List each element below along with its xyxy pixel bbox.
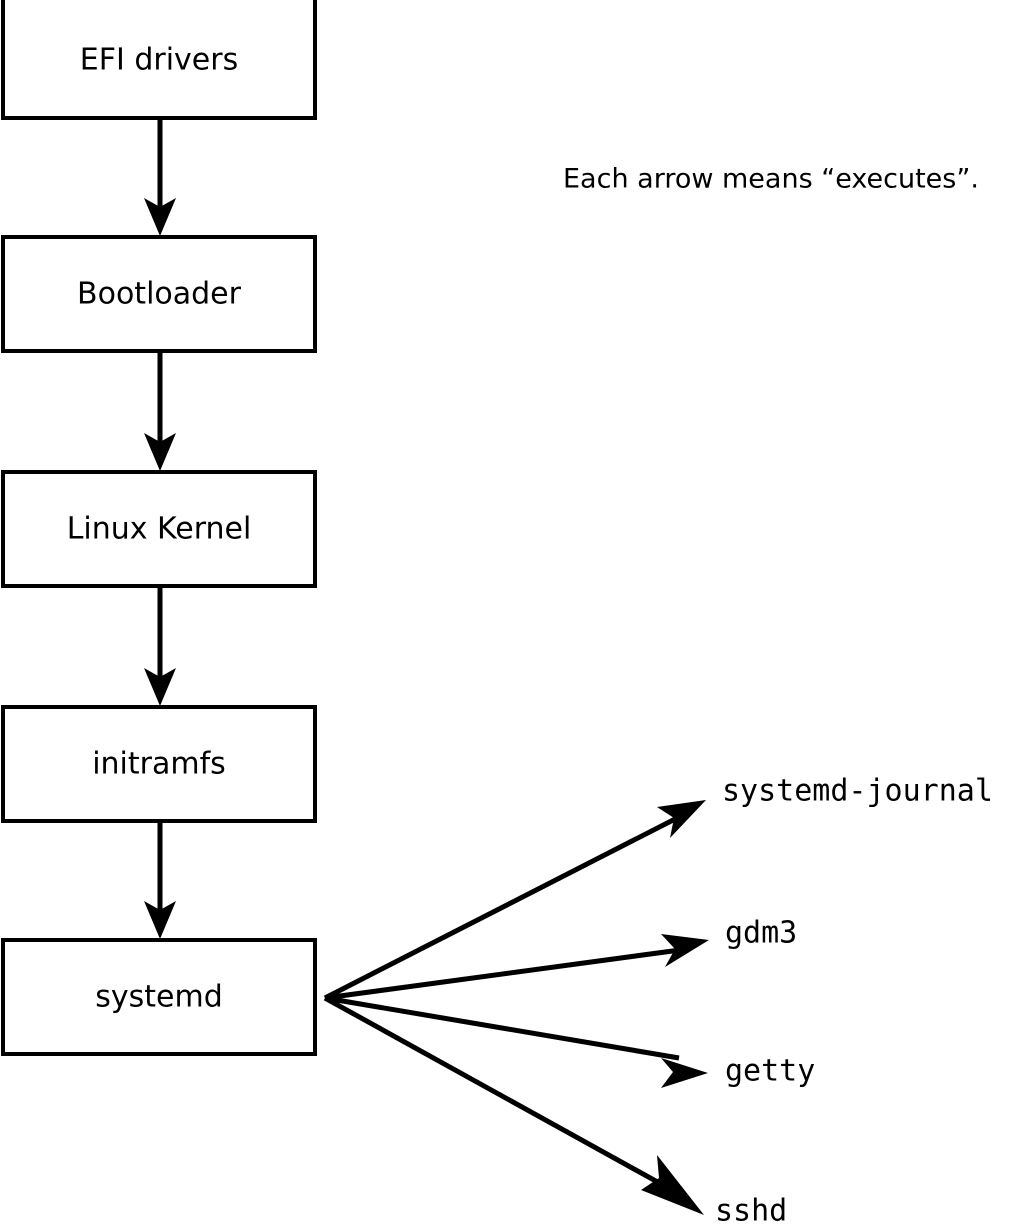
arrow-kernel-to-initramfs [144, 588, 176, 706]
diagram-caption: Each arrow means “executes”. [563, 164, 979, 195]
node-label: Linux Kernel [67, 512, 252, 547]
node-label: systemd [95, 980, 223, 1015]
service-label-systemd-journal[interactable]: systemd-journal [722, 774, 993, 809]
node-label: initramfs [92, 747, 226, 782]
node-label: Bootloader [77, 277, 242, 312]
node-efi-drivers[interactable]: EFI drivers [1, 0, 317, 120]
node-systemd[interactable]: systemd [1, 938, 317, 1056]
service-label-getty[interactable]: getty [725, 1054, 815, 1089]
node-box-rect [1, 470, 317, 588]
node-box-rect [1, 938, 317, 1056]
service-label-sshd[interactable]: sshd [715, 1194, 787, 1229]
arrow-efi-to-bootloader [144, 118, 176, 236]
node-label: EFI drivers [80, 43, 238, 78]
arrow-systemd-to-systemd-journal [323, 800, 706, 1001]
node-box-rect [1, 235, 317, 353]
arrow-systemd-to-getty [324, 995, 708, 1088]
arrow-initramfs-to-systemd [144, 823, 176, 939]
node-box-rect [1, 705, 317, 823]
node-bootloader[interactable]: Bootloader [1, 235, 317, 353]
node-initramfs[interactable]: initramfs [1, 705, 317, 823]
arrow-systemd-to-gdm3 [324, 934, 709, 1001]
arrow-systemd-to-sshd [323, 995, 704, 1215]
service-label-gdm3[interactable]: gdm3 [725, 916, 797, 951]
arrow-bootloader-to-kernel [144, 353, 176, 471]
node-box-rect [1, 0, 317, 120]
node-linux-kernel[interactable]: Linux Kernel [1, 470, 317, 588]
